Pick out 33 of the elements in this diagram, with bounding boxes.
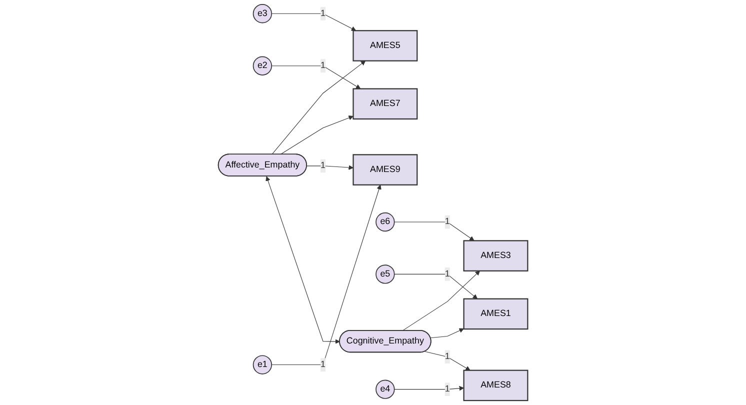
edge-label: 1 [320,360,326,370]
arrow [280,116,354,155]
node-box: AMES5 [352,30,418,62]
arrow [271,13,356,31]
arrow [394,222,474,241]
edge-label: 1 [320,8,326,18]
arrow [306,165,354,170]
edge-label: 1 [444,352,450,362]
arrow [402,270,480,331]
node-box: AMES8 [463,370,528,402]
arrow [394,386,464,391]
arrow [430,328,464,338]
arrow [424,351,470,371]
node-circle: e4 [376,380,395,399]
node-box: AMES1 [463,298,528,330]
arrow [271,184,382,366]
arrow [394,274,478,300]
node-circle: e6 [376,212,395,232]
edge-label: 1 [444,216,450,226]
arrow [272,60,366,155]
node-circle: e5 [376,264,395,284]
edge-label: 1 [320,160,326,170]
node-box: AMES9 [352,154,418,186]
node-circle: e3 [252,4,272,24]
node-circle: e1 [252,355,272,374]
edge-label: 1 [444,269,450,279]
edge-label: 1 [444,384,450,394]
node-circle: e2 [252,56,272,76]
arrow [271,66,361,89]
node-box: AMES3 [463,240,528,272]
edge-label: 1 [320,60,326,70]
arrow [266,176,340,344]
node-box: AMES7 [352,88,418,120]
